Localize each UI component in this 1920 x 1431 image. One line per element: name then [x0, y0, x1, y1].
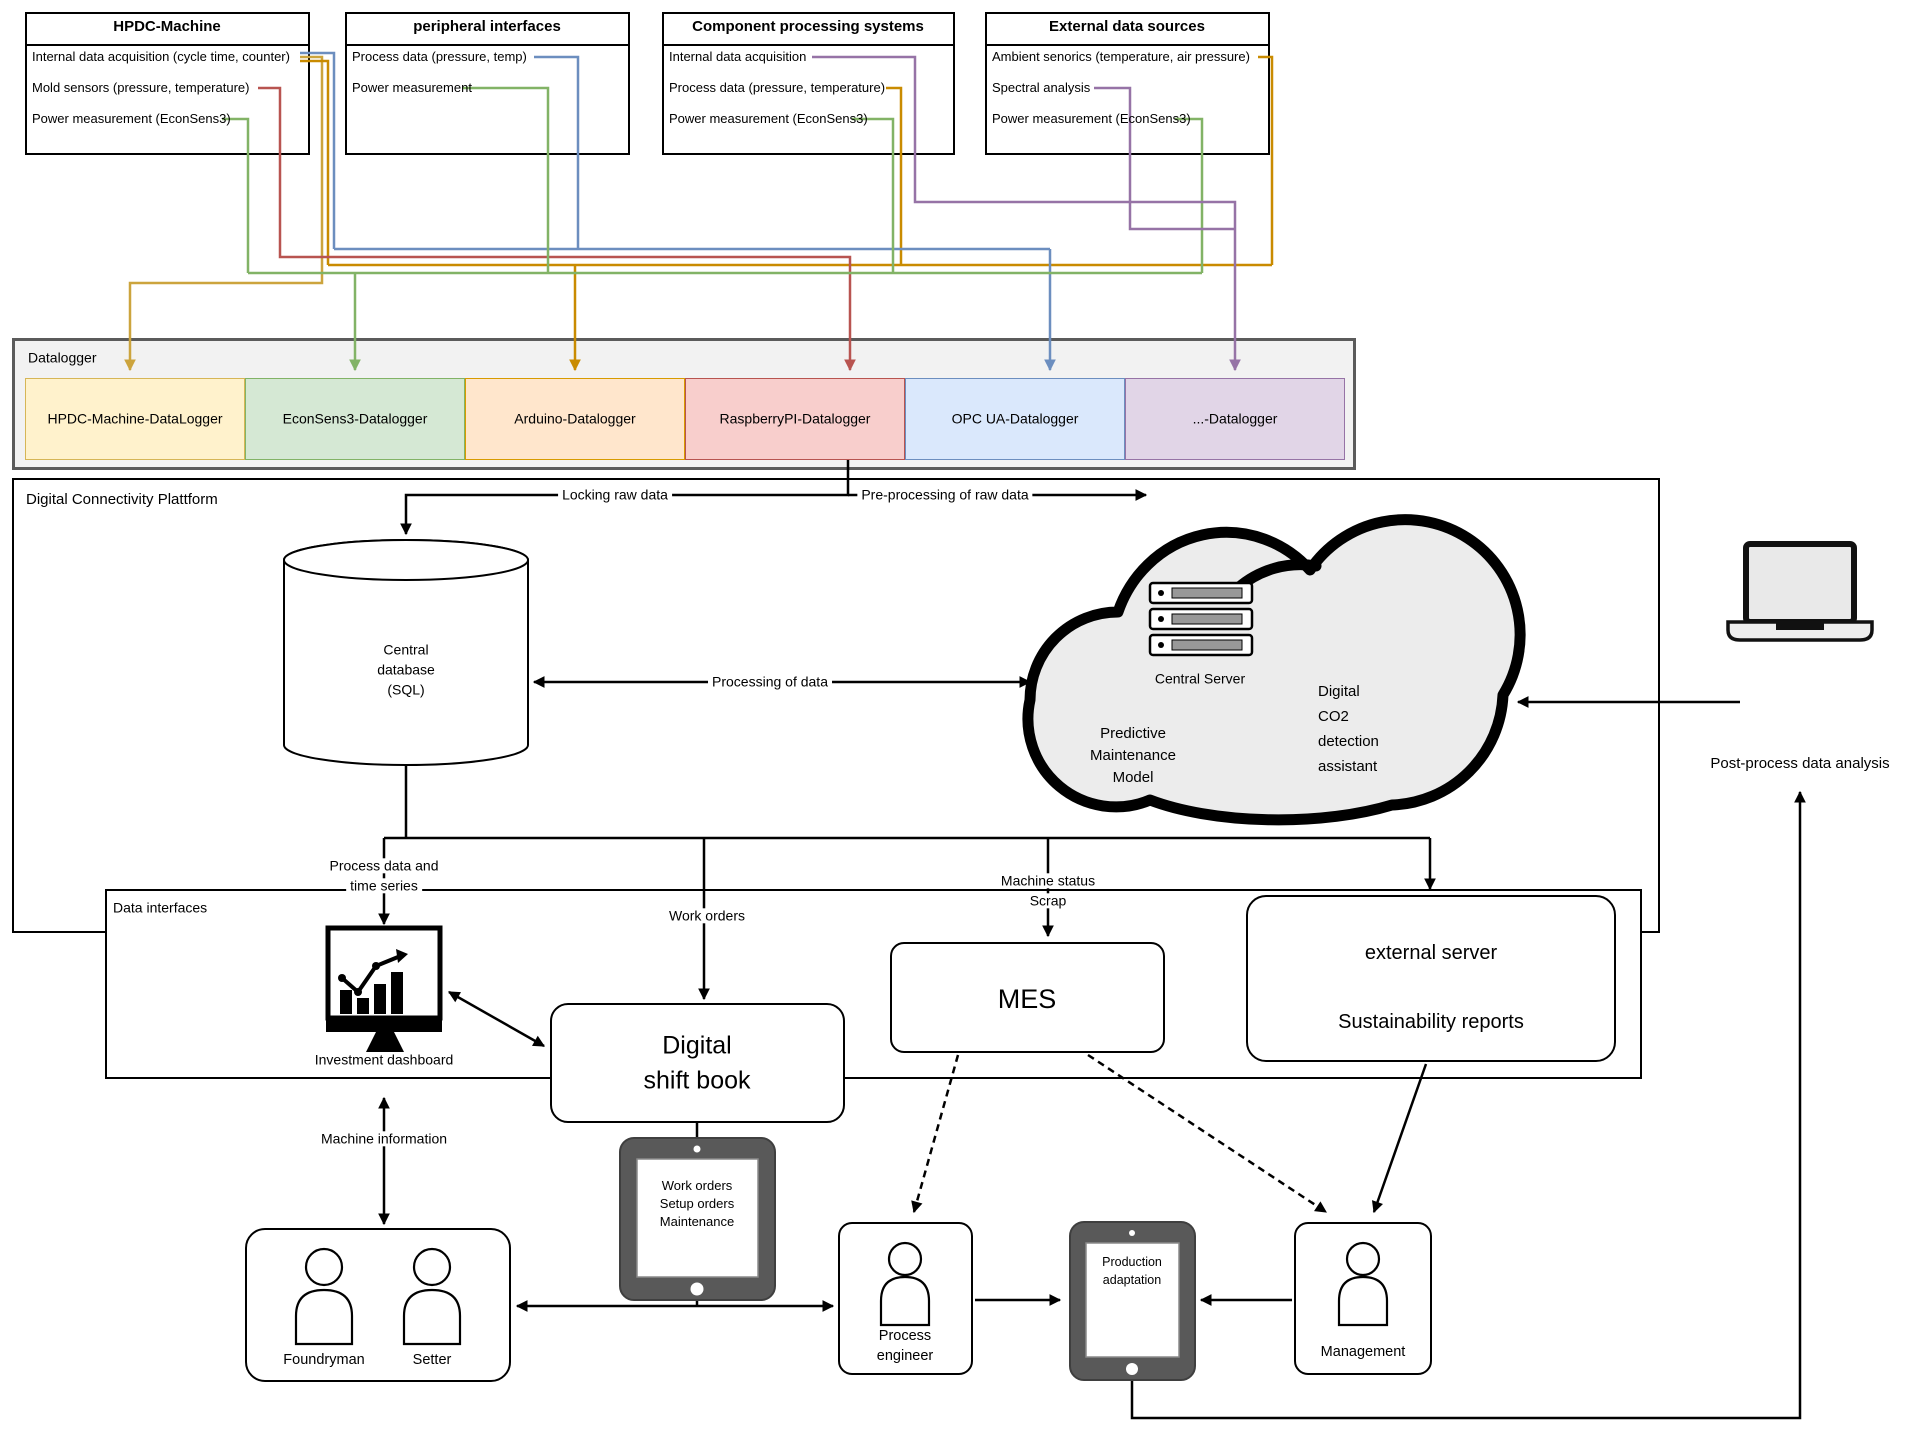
source-title-peripheral: peripheral interfaces	[413, 17, 561, 35]
process-engineer-label: engineer	[876, 1348, 934, 1365]
co2-assistant-label: detection	[1318, 732, 1379, 750]
predictive-model-label: Model	[1112, 768, 1154, 786]
datalogger-panel-label: Datalogger	[28, 349, 97, 366]
datalogger-box-econsens3	[245, 378, 465, 460]
shift-tablet-text: Work orders	[661, 1177, 733, 1193]
source-item: Mold sensors (pressure, temperature)	[32, 79, 250, 95]
source-box-titlebar	[27, 14, 308, 46]
datalogger-box-raspberrypi	[685, 378, 905, 460]
database-label: (SQL)	[387, 681, 425, 698]
production-tablet-text: adaptation	[1102, 1273, 1162, 1288]
datalogger-label-econsens3: EconSens3-Datalogger	[282, 410, 428, 427]
source-title-external: External data sources	[1049, 17, 1205, 35]
datalogger-label-arduino: Arduino-Datalogger	[514, 410, 636, 427]
sustainability-reports-label: Sustainability reports	[1338, 1011, 1524, 1033]
mes-box	[890, 942, 1165, 1053]
datalogger-label-hpdc: HPDC-Machine-DataLogger	[47, 410, 223, 427]
datalogger-label-generic: ...-Datalogger	[1192, 410, 1278, 427]
production-tablet-icon	[1069, 1221, 1196, 1381]
postprocess-label: Post-process data analysis	[1710, 754, 1890, 772]
co2-assistant-label: Digital	[1318, 682, 1360, 700]
edge-label-machine-status: Machine status	[996, 872, 1100, 889]
source-box-titlebar	[347, 14, 628, 46]
shiftbook-label: Digital	[662, 1031, 732, 1060]
production-tablet-text: Production	[1102, 1255, 1162, 1270]
predictive-model-label: Maintenance	[1090, 746, 1176, 764]
shift-tablet-text: Maintenance	[659, 1213, 735, 1229]
platform-panel-label: Digital Connectivity Plattform	[26, 490, 218, 508]
source-item: Power measurement (EconSens3)	[669, 110, 868, 126]
digital-connectivity-platform-panel	[12, 478, 1660, 933]
edge-label-processing: Processing of data	[708, 673, 832, 690]
source-item: Process data (pressure, temp)	[352, 48, 527, 64]
foundryman-setter-box	[245, 1228, 511, 1382]
source-item: Power measurement (EconSens3)	[992, 110, 1191, 126]
source-item: Power measurement (EconSens3)	[32, 110, 231, 126]
shiftbook-label: shift book	[643, 1066, 751, 1095]
source-item: Internal data acquisition (cycle time, c…	[32, 48, 290, 64]
co2-assistant-label: assistant	[1318, 757, 1378, 775]
foundryman-label: Foundryman	[283, 1352, 365, 1369]
source-title-component: Component processing systems	[692, 17, 924, 35]
predictive-model-label: Predictive	[1100, 724, 1166, 742]
source-item: Ambient senorics (temperature, air press…	[992, 48, 1250, 64]
mes-label: MES	[997, 984, 1057, 1015]
digital-shift-book-box	[550, 1003, 845, 1123]
datalogger-label-raspberrypi: RaspberryPI-Datalogger	[719, 410, 871, 427]
source-item: Internal data acquisition	[669, 48, 807, 64]
laptop-icon	[1726, 541, 1874, 642]
edge-label-scrap: Scrap	[1025, 892, 1071, 909]
edge-label-work-orders: Work orders	[665, 907, 749, 924]
central-server-label: Central Server	[1154, 670, 1246, 687]
source-item: Spectral analysis	[992, 79, 1091, 95]
co2-assistant-label: CO2	[1318, 707, 1349, 725]
source-box-titlebar	[987, 14, 1268, 46]
datalogger-box-arduino	[465, 378, 685, 460]
data-interfaces-panel-label: Data interfaces	[113, 899, 208, 916]
external-server-label: external server	[1364, 942, 1498, 964]
edge-label-process-data: Process data and	[325, 857, 443, 874]
edge-label-preprocessing: Pre-processing of raw data	[857, 486, 1033, 503]
edge-label-time-series: time series	[346, 877, 422, 894]
datalogger-box-generic	[1125, 378, 1345, 460]
source-item: Process data (pressure, temperature)	[669, 79, 886, 95]
datalogger-box-hpdc	[25, 378, 245, 460]
database-label: database	[377, 661, 435, 678]
datalogger-label-opcua: OPC UA-Datalogger	[951, 410, 1079, 427]
source-item: Power measurement	[352, 79, 472, 95]
edge-label-machine-information: Machine information	[316, 1130, 452, 1147]
source-box-titlebar	[664, 14, 953, 46]
investment-dashboard-label: Investment dashboard	[314, 1051, 454, 1068]
database-label: Central	[383, 641, 429, 658]
setter-label: Setter	[412, 1352, 452, 1369]
process-engineer-label: Process	[878, 1328, 932, 1345]
edge-external-management	[1371, 1063, 1428, 1214]
management-label: Management	[1320, 1344, 1406, 1361]
source-title-hpdc: HPDC-Machine	[113, 17, 221, 35]
shift-tablet-text: Setup orders	[659, 1195, 735, 1211]
external-server-box	[1246, 895, 1616, 1062]
edge-label-locking: Locking raw data	[558, 486, 672, 503]
datalogger-box-opcua	[905, 378, 1125, 460]
